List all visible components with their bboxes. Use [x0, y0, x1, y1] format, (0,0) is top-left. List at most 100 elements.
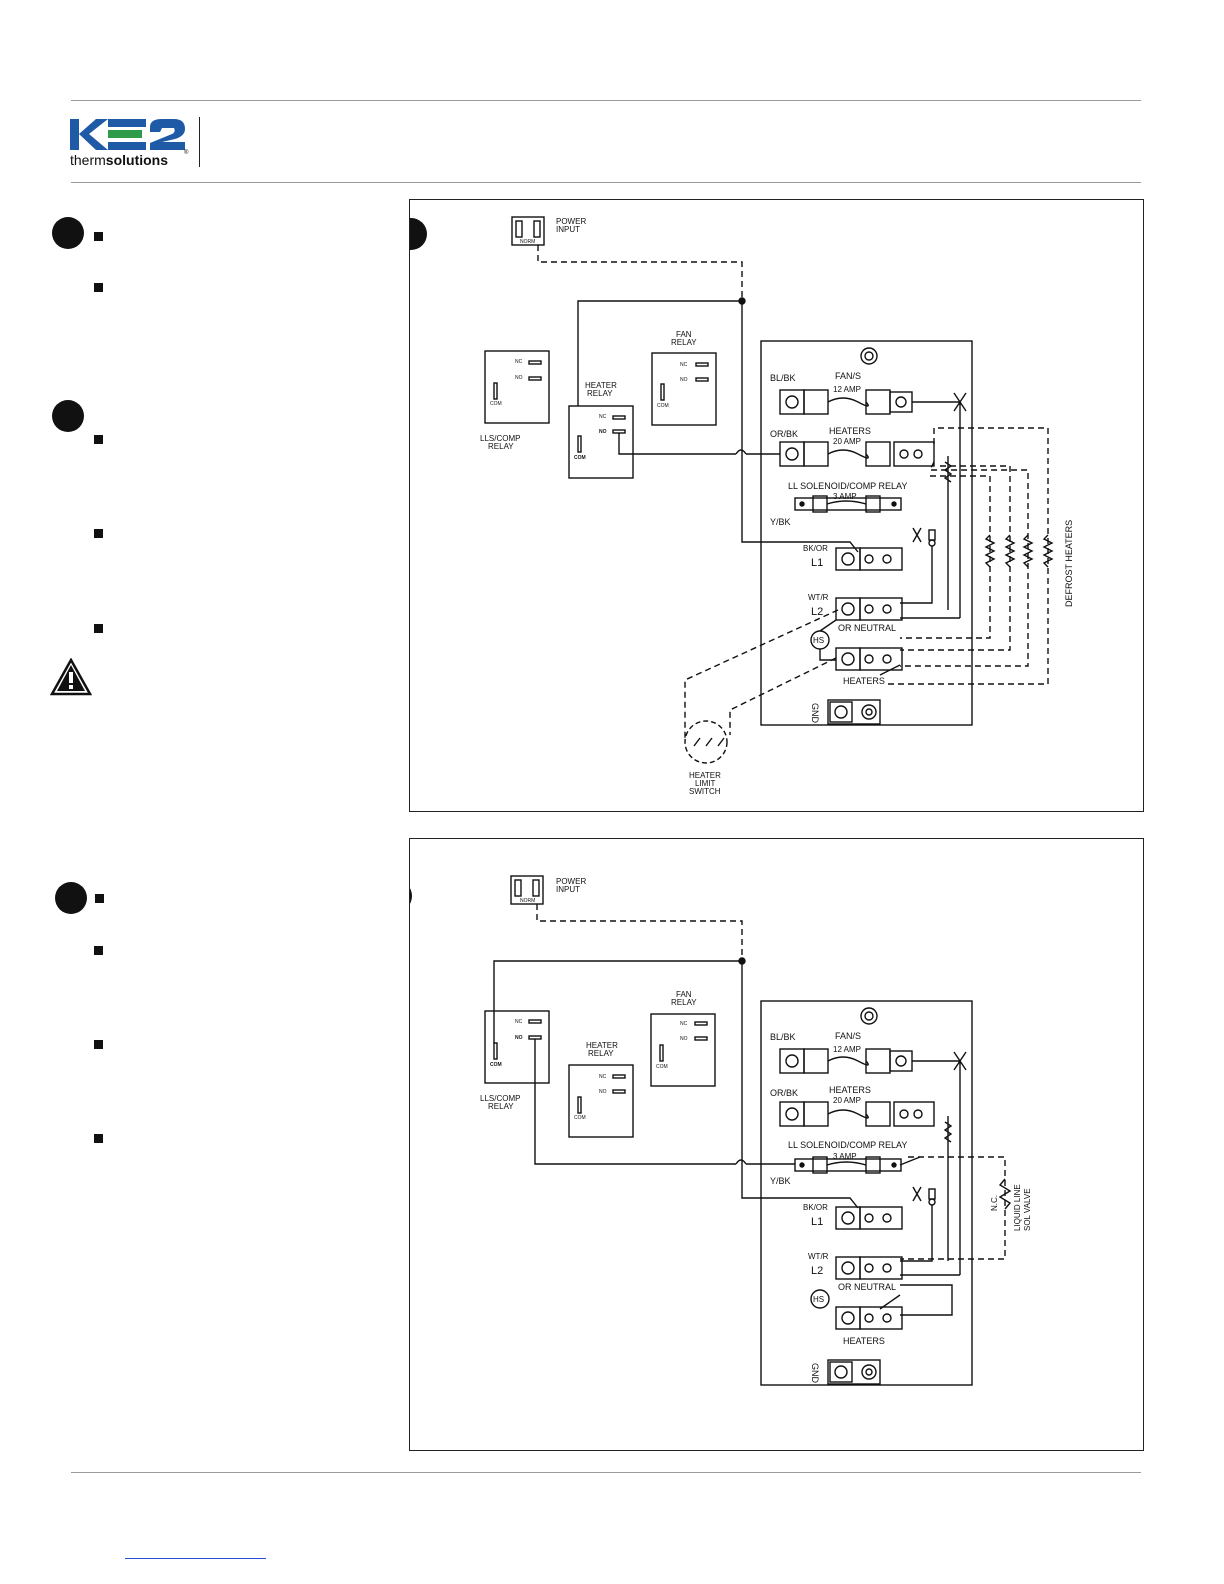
bullet — [95, 894, 104, 903]
svg-text:INPUT: INPUT — [556, 225, 580, 234]
svg-text:LIQUID LINE: LIQUID LINE — [1013, 1184, 1022, 1231]
svg-text:NC: NC — [515, 1019, 523, 1025]
svg-text:NO: NO — [680, 377, 688, 383]
svg-text:NC: NC — [599, 414, 607, 420]
svg-text:FAN/S: FAN/S — [835, 1031, 861, 1041]
bullet — [94, 435, 103, 444]
step-marker — [52, 400, 84, 432]
svg-text:12 AMP: 12 AMP — [833, 1045, 861, 1054]
bullet — [94, 1134, 103, 1143]
bullet — [94, 624, 103, 633]
svg-text:NC: NC — [515, 359, 523, 365]
svg-text:HEATER: HEATER — [585, 381, 617, 390]
svg-text:BK/OR: BK/OR — [803, 544, 828, 553]
svg-text:BL/BK: BL/BK — [770, 373, 796, 383]
bullet — [94, 946, 103, 955]
svg-text:HEATERS: HEATERS — [829, 426, 871, 436]
svg-text:BL/BK: BL/BK — [770, 1032, 796, 1042]
svg-text:L1: L1 — [811, 557, 823, 569]
svg-text:RELAY: RELAY — [671, 338, 697, 347]
svg-text:LLS/COMP: LLS/COMP — [480, 434, 520, 443]
terminal-board — [760, 1000, 973, 1386]
svg-text:LL SOLENOID/COMP RELAY: LL SOLENOID/COMP RELAY — [788, 1140, 907, 1150]
logo-text: thermsolutions — [70, 152, 168, 167]
svg-text:OR/BK: OR/BK — [770, 1088, 798, 1098]
fan-relay — [650, 1013, 716, 1087]
heater-limit-switch — [684, 720, 728, 764]
defrost-heater-elements — [984, 534, 1054, 568]
svg-text:N.C.: N.C. — [990, 1195, 999, 1211]
footer-link-underline[interactable] — [125, 1558, 266, 1559]
fan-relay — [651, 352, 717, 426]
wiring-diagram-heater: POWER INPUT NORM NC NO COM LLS/COMP RELA… — [395, 199, 1144, 812]
svg-text:COM: COM — [490, 401, 502, 407]
svg-text:RELAY: RELAY — [588, 1049, 614, 1058]
diagram2-svg: POWER INPUT NORM NC NO COM LLS/COMP RELA… — [380, 875, 1032, 1386]
svg-text:L2: L2 — [811, 1265, 823, 1277]
svg-text:NC: NC — [680, 362, 688, 368]
svg-text:LIMIT: LIMIT — [695, 779, 716, 788]
svg-text:SOL VALVE: SOL VALVE — [1023, 1188, 1032, 1231]
svg-text:HS: HS — [813, 1295, 824, 1304]
svg-text:3 AMP: 3 AMP — [833, 492, 857, 501]
svg-text:FAN: FAN — [676, 990, 692, 999]
svg-text:NO: NO — [515, 1035, 523, 1041]
svg-text:WT/R: WT/R — [808, 1252, 829, 1261]
svg-text:NC: NC — [680, 1021, 688, 1027]
step-marker — [52, 217, 84, 249]
svg-text:12 AMP: 12 AMP — [833, 385, 861, 394]
svg-text:COM: COM — [574, 455, 586, 461]
header-rule — [71, 182, 1141, 183]
svg-text:HEATERS: HEATERS — [843, 676, 885, 686]
svg-text:LLS/COMP: LLS/COMP — [480, 1094, 520, 1103]
svg-text:L2: L2 — [811, 606, 823, 618]
diagram1-svg: POWER INPUT NORM NC NO COM LLS/COMP RELA… — [395, 216, 1074, 796]
svg-text:HEATER: HEATER — [689, 771, 721, 780]
svg-text:NO: NO — [515, 375, 523, 381]
svg-text:NO: NO — [599, 1089, 607, 1095]
svg-text:COM: COM — [656, 1064, 668, 1070]
footer-rule — [71, 1472, 1141, 1473]
svg-text:HEATER: HEATER — [586, 1041, 618, 1050]
bullet — [94, 529, 103, 538]
svg-text:POWER: POWER — [556, 877, 586, 886]
svg-text:COM: COM — [490, 1062, 502, 1068]
svg-text:GND: GND — [810, 1363, 820, 1384]
svg-text:GND: GND — [810, 703, 820, 724]
bullet — [94, 232, 103, 241]
svg-text:COM: COM — [574, 1115, 586, 1121]
svg-text:FAN: FAN — [676, 330, 692, 339]
svg-text:HEATERS: HEATERS — [829, 1085, 871, 1095]
svg-text:BK/OR: BK/OR — [803, 1203, 828, 1212]
svg-text:OR/BK: OR/BK — [770, 429, 798, 439]
svg-text:SWITCH: SWITCH — [689, 787, 721, 796]
svg-text:FAN/S: FAN/S — [835, 371, 861, 381]
warning-triangle-icon — [50, 658, 92, 696]
svg-text:COM: COM — [657, 403, 669, 409]
svg-text:INPUT: INPUT — [556, 885, 580, 894]
logo-divider — [199, 117, 200, 167]
step-marker-diagram — [395, 218, 427, 250]
svg-text:20 AMP: 20 AMP — [833, 437, 861, 446]
svg-text:20 AMP: 20 AMP — [833, 1096, 861, 1105]
heater-relay — [568, 405, 634, 479]
svg-text:LL SOLENOID/COMP RELAY: LL SOLENOID/COMP RELAY — [788, 481, 907, 491]
lls-comp-relay — [484, 1010, 550, 1084]
svg-text:NO: NO — [680, 1036, 688, 1042]
liquid-line-valve-symbol — [998, 1178, 1012, 1210]
svg-text:RELAY: RELAY — [488, 442, 514, 451]
bullet — [94, 1040, 103, 1049]
svg-text:L1: L1 — [811, 1216, 823, 1228]
svg-text:NO: NO — [599, 429, 607, 435]
wiring-diagram-liquid-line: POWER INPUT NORM NC NO COM LLS/COMP RELA… — [380, 838, 1144, 1451]
bullet — [94, 283, 103, 292]
svg-text:HEATERS: HEATERS — [843, 1336, 885, 1346]
svg-text:NC: NC — [599, 1074, 607, 1080]
step-marker — [55, 882, 87, 914]
power-plug — [511, 216, 545, 246]
svg-text:Y/BK: Y/BK — [770, 517, 791, 527]
svg-text:WT/R: WT/R — [808, 593, 829, 602]
power-plug — [510, 875, 544, 905]
ke2-logo: ® thermsolutions — [70, 119, 189, 167]
svg-text:POWER: POWER — [556, 217, 586, 226]
